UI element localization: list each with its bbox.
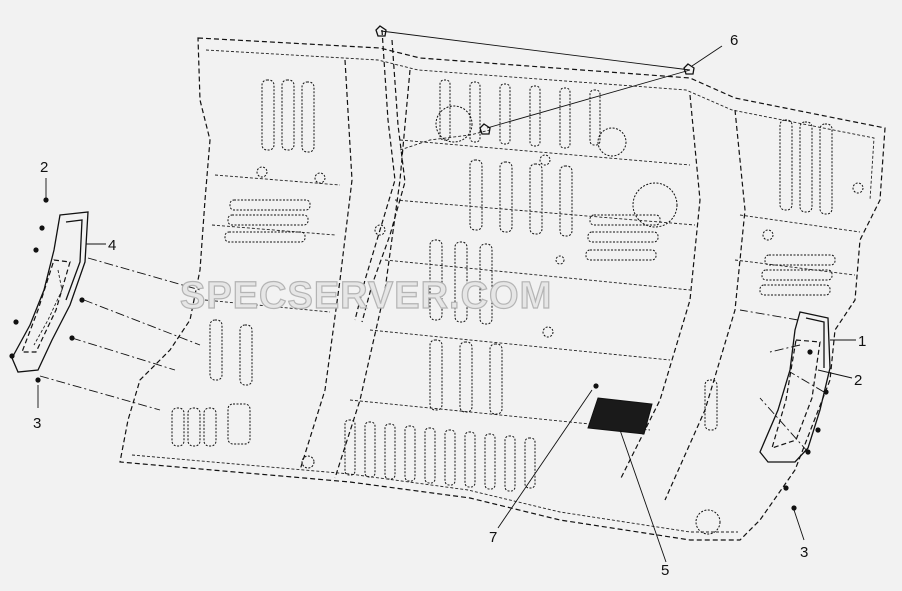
watermark-text: SPECSERVER.COM <box>180 275 552 317</box>
callout-7: 7 <box>489 529 497 546</box>
fasteners <box>9 25 829 511</box>
callout-1: 1 <box>858 333 866 350</box>
callout-4: 4 <box>108 237 116 254</box>
wiring-harness <box>354 29 491 323</box>
floor-openings <box>256 105 864 535</box>
callout-2-left: 2 <box>40 159 48 176</box>
floor-ribs <box>171 79 836 492</box>
side-panel-right <box>759 311 831 463</box>
callout-2-right: 2 <box>854 372 862 389</box>
callouts: 6 2 4 3 1 2 3 7 5 <box>33 32 866 579</box>
side-panel-left <box>11 211 89 373</box>
leader-lines <box>37 30 856 563</box>
floor-panel <box>119 37 886 541</box>
callout-6: 6 <box>730 32 738 49</box>
callout-3-right: 3 <box>800 544 808 561</box>
callout-3-left: 3 <box>33 415 41 432</box>
callout-5: 5 <box>661 562 669 579</box>
plate-part-5 <box>587 397 653 435</box>
